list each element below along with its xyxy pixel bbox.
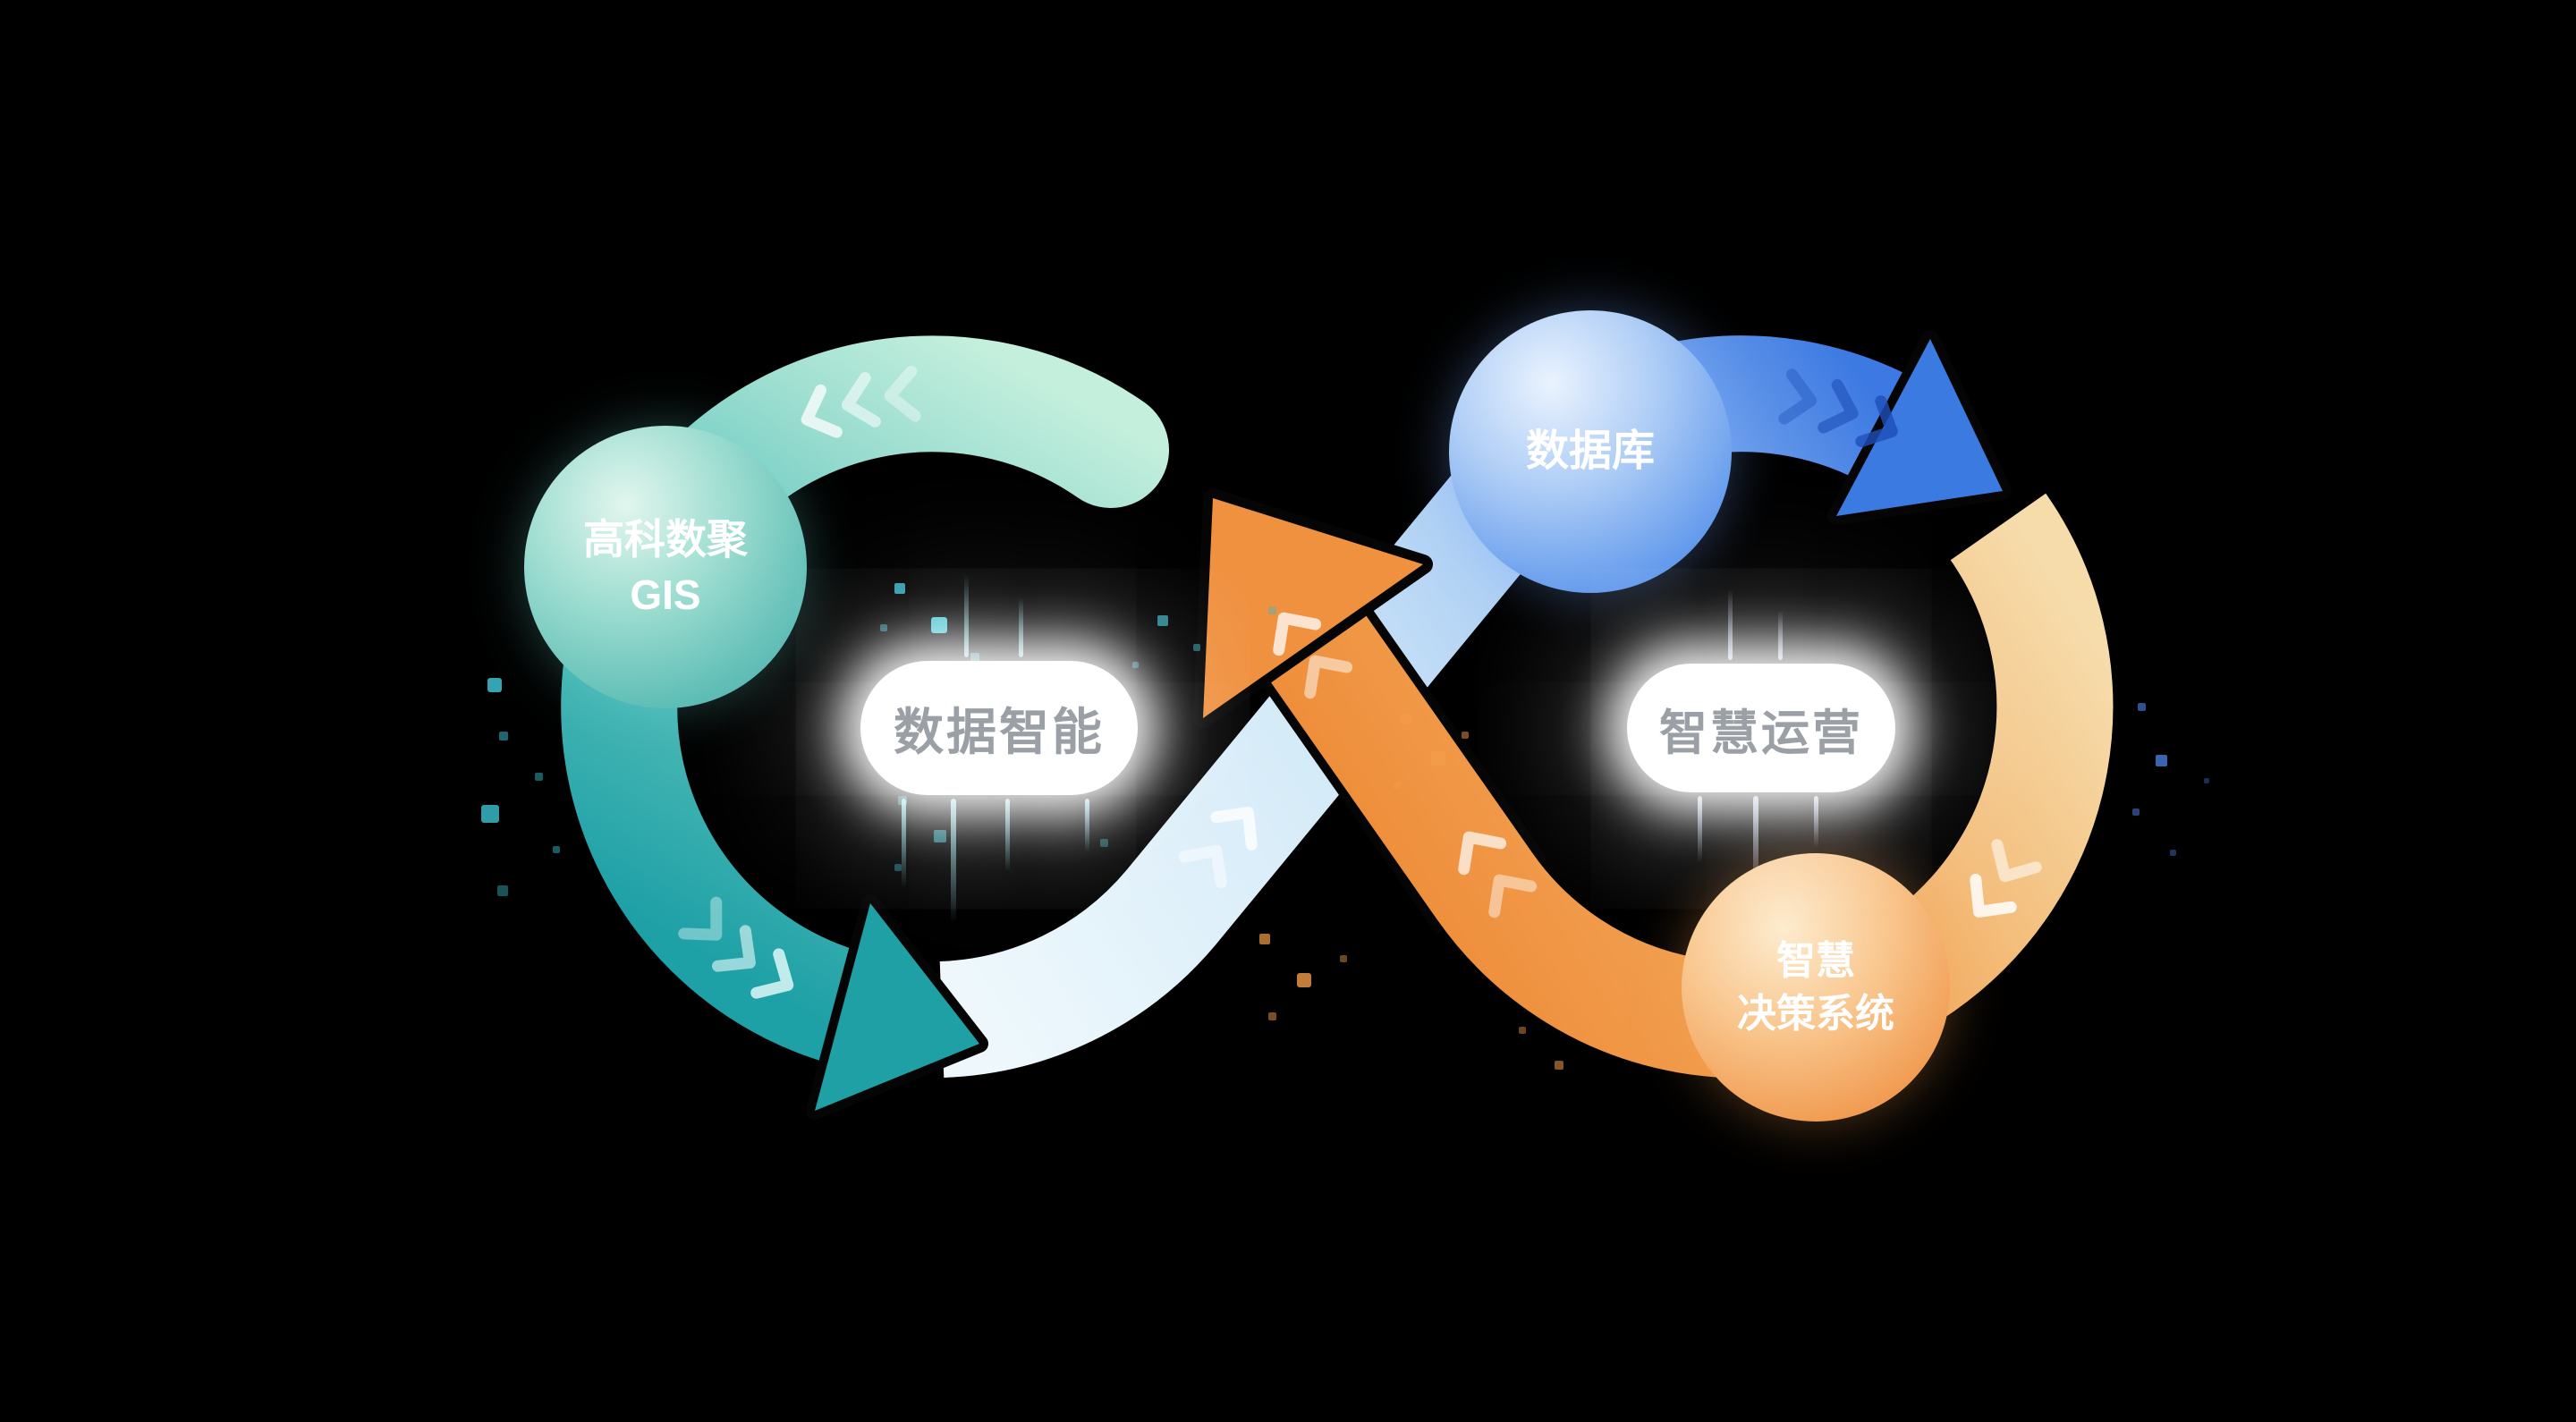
particle-dots-blue [2132,703,2209,856]
node-database: 数据库 [1449,310,1732,593]
label-smart-operations: 智慧运营 [1627,664,1895,792]
particle-dots-orange [1259,714,1563,1070]
label-data-intelligence: 数据智能 [860,661,1138,795]
label-smart-operations-text: 智慧运营 [1659,706,1863,760]
node-decision-line1: 智慧 [1776,938,1855,983]
node-decision-line2: 决策系统 [1737,992,1894,1036]
teal-arrowhead [806,894,988,1120]
blue-arrowhead [1827,330,2012,525]
node-decision-system: 智慧 决策系统 [1682,853,1950,1122]
label-data-intelligence-text: 数据智能 [894,703,1105,760]
node-gis: 高科数聚 GIS [524,426,807,708]
node-gis-line2: GIS [630,571,701,618]
node-gis-line1: 高科数聚 [583,515,748,563]
orange-arrowhead [1193,488,1433,728]
node-database-label: 数据库 [1525,427,1655,475]
